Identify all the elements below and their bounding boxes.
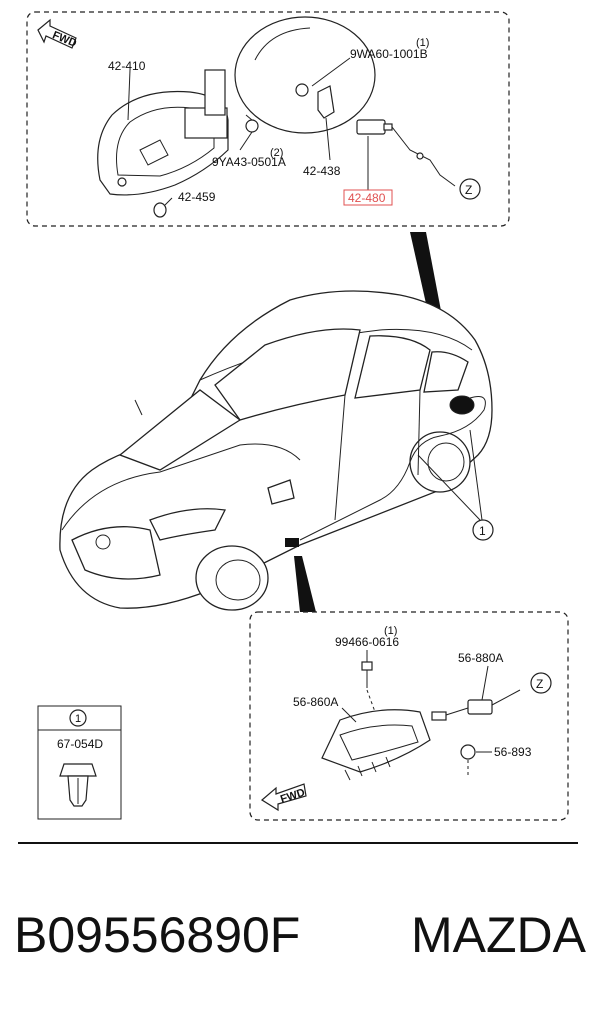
fuel-housing-part xyxy=(97,69,229,196)
actuator-part xyxy=(356,119,456,187)
label-42-480: 42-480 xyxy=(348,191,386,205)
fwd-label-top: FWD xyxy=(51,29,79,50)
opener-lever-part xyxy=(321,709,447,781)
z-marker-bottom: Z xyxy=(530,672,552,694)
label-9ya43-0501a: 9YA43-0501A xyxy=(212,155,286,169)
svg-text:1: 1 xyxy=(479,524,486,538)
svg-text:Z: Z xyxy=(465,183,472,197)
clip-42459-part xyxy=(153,202,167,218)
label-42-438: 42-438 xyxy=(303,164,341,178)
legend-callout-1: 1 xyxy=(69,709,87,727)
fwd-label-bottom: FWD xyxy=(279,787,307,806)
clip-56893-part xyxy=(460,744,476,775)
screw-9ya43-part xyxy=(245,114,259,133)
label-99466-0616: 99466-0616 xyxy=(335,635,399,649)
qty-9wa60: (1) xyxy=(416,37,429,49)
label-56-893: 56-893 xyxy=(494,745,532,759)
pointer-bottom xyxy=(294,556,316,612)
svg-text:1: 1 xyxy=(75,713,81,725)
fuel-lid-part xyxy=(234,16,376,134)
callout-1-car: 1 xyxy=(472,519,494,541)
label-56-860a: 56-860A xyxy=(293,695,338,709)
brand-text: MAZDA xyxy=(411,907,587,963)
qty-9ya43: (2) xyxy=(270,147,283,159)
legend-part-67-054d: 67-054D xyxy=(57,737,103,751)
highlight-box-42-480 xyxy=(343,189,393,206)
z-marker-top: Z xyxy=(459,178,481,200)
car-illustration: 1 xyxy=(59,290,494,611)
hinge-bracket-part xyxy=(295,83,335,119)
cable-56880a-part xyxy=(445,689,521,716)
svg-text:Z: Z xyxy=(536,677,543,691)
label-56-880a: 56-880A xyxy=(458,651,503,665)
part-number-text: B09556890F xyxy=(14,907,300,963)
fwd-arrow-bottom-icon: FWD xyxy=(260,783,307,812)
push-clip-67054d-part xyxy=(59,763,97,807)
label-42-459: 42-459 xyxy=(178,190,216,204)
label-42-410: 42-410 xyxy=(108,59,146,73)
legend-box: 1 67-054D xyxy=(37,705,122,820)
opener-lever-detail-box: (1) 99466-0616 56-880A 56-860A 56-893 Z … xyxy=(249,611,569,821)
qty-99466: (1) xyxy=(384,625,397,637)
label-9wa60-1001b: 9WA60-1001B xyxy=(350,47,428,61)
fwd-arrow-icon: FWD xyxy=(37,18,79,50)
fuel-lid-detail-box: FWD xyxy=(26,11,510,227)
